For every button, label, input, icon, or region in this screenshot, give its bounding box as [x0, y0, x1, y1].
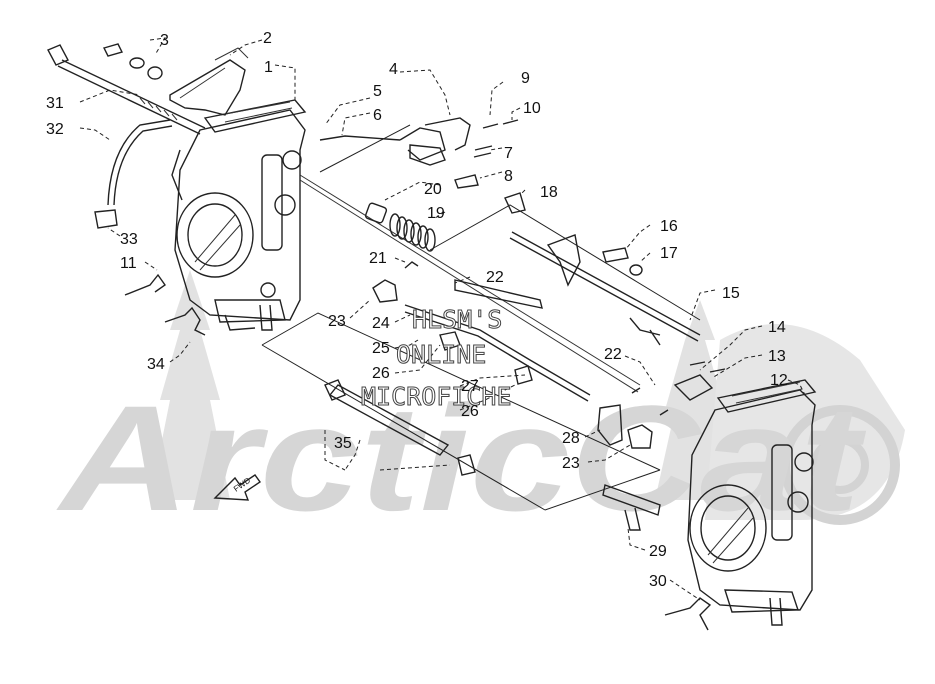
callout-27: 27 — [461, 378, 479, 395]
callouts: 2 3 1 4 9 5 10 6 31 32 7 8 20 18 19 16 3… — [46, 30, 788, 590]
callout-25: 25 — [372, 340, 390, 357]
watermark-line3: MICROFICHE — [361, 382, 512, 411]
callout-7: 7 — [504, 145, 513, 162]
part-3-hardware — [102, 43, 163, 80]
part-18-screw — [504, 192, 526, 214]
throttle-shaft — [299, 174, 641, 393]
callout-13: 13 — [768, 348, 786, 365]
callout-16: 16 — [660, 218, 678, 235]
part-33-clamp — [94, 209, 118, 229]
watermark-line2: ONLINE — [396, 340, 486, 369]
part-22-screw — [404, 261, 419, 269]
callout-8: 8 — [504, 168, 513, 185]
callout-31: 31 — [46, 95, 64, 112]
leader-lines — [79, 37, 806, 601]
part-23-clip-right — [627, 424, 653, 449]
callout-34: 35 — [334, 435, 352, 452]
part-32-hose — [107, 119, 171, 206]
watermark-brand: ArcticCat — [55, 374, 867, 542]
callout-11: 11 — [120, 255, 137, 272]
callout-14: 14 — [768, 319, 786, 336]
part-9-10-pins — [482, 119, 519, 129]
part-26-end — [514, 365, 533, 385]
callout-4: 4 — [389, 61, 398, 78]
left-carburetor — [171, 99, 307, 331]
callout-1: 1 — [264, 59, 273, 76]
part-4-arm — [319, 127, 446, 161]
part-30-right — [664, 597, 712, 631]
part-29-fitting — [602, 484, 661, 516]
callout-3: 3 — [160, 32, 169, 49]
callout-2: 2 — [263, 30, 272, 47]
callout-19: 19 — [427, 205, 445, 222]
callout-22-left: 21 — [369, 250, 387, 267]
part-22-screw-right — [631, 387, 669, 416]
part-15-rod — [509, 231, 701, 346]
part-24-rod — [404, 304, 591, 396]
callout-28: 28 — [562, 430, 580, 447]
callout-5: 5 — [373, 83, 382, 100]
callout-21: 22 — [486, 269, 504, 286]
part-13-bracket — [673, 374, 714, 401]
callout-23-right: 23 — [562, 455, 580, 472]
part-11-screw — [124, 273, 166, 296]
part-30-left — [164, 306, 206, 336]
part-17-nut — [629, 264, 643, 276]
callout-24: 24 — [372, 315, 390, 332]
part-19-spring — [389, 213, 436, 252]
callout-15: 15 — [722, 285, 740, 302]
callout-32: 32 — [46, 121, 64, 138]
part-28-bracket — [597, 404, 623, 446]
part-25-end — [439, 331, 461, 351]
callout-29: 29 — [649, 543, 667, 560]
assembly-outlines — [261, 124, 701, 511]
part-23-clip — [372, 279, 398, 303]
part-8-screw — [454, 174, 479, 189]
callout-9: 9 — [521, 70, 530, 87]
watermark-line1: HLSM'S — [412, 305, 502, 334]
callout-20: 20 — [424, 181, 442, 198]
part-7-screw — [473, 145, 493, 158]
callout-30-right: 30 — [649, 573, 667, 590]
callout-30-left: 34 — [147, 356, 165, 373]
callout-17: 17 — [660, 245, 678, 262]
callout-33: 33 — [120, 231, 138, 248]
callout-12: 12 — [770, 372, 788, 389]
part-20-bushing — [364, 202, 388, 224]
watermark: ArcticCat — [55, 270, 905, 542]
part-31-bolt — [47, 44, 206, 135]
callout-23-left: 23 — [328, 313, 346, 330]
callout-6: 6 — [373, 107, 382, 124]
callout-26-lower: 26 — [461, 403, 479, 420]
callout-26-upper: 26 — [372, 365, 390, 382]
part-2-bracket — [169, 59, 246, 116]
right-carburetor — [687, 379, 817, 626]
part-21-rod — [454, 279, 543, 309]
watermark-text: HLSM'S ONLINE MICROFICHE — [361, 305, 513, 412]
callout-18: 18 — [540, 184, 558, 201]
part-16-screw — [602, 247, 629, 263]
callout-22-right: 22 — [604, 346, 622, 363]
callout-10: 10 — [523, 100, 541, 117]
part-14-screw — [689, 361, 726, 373]
